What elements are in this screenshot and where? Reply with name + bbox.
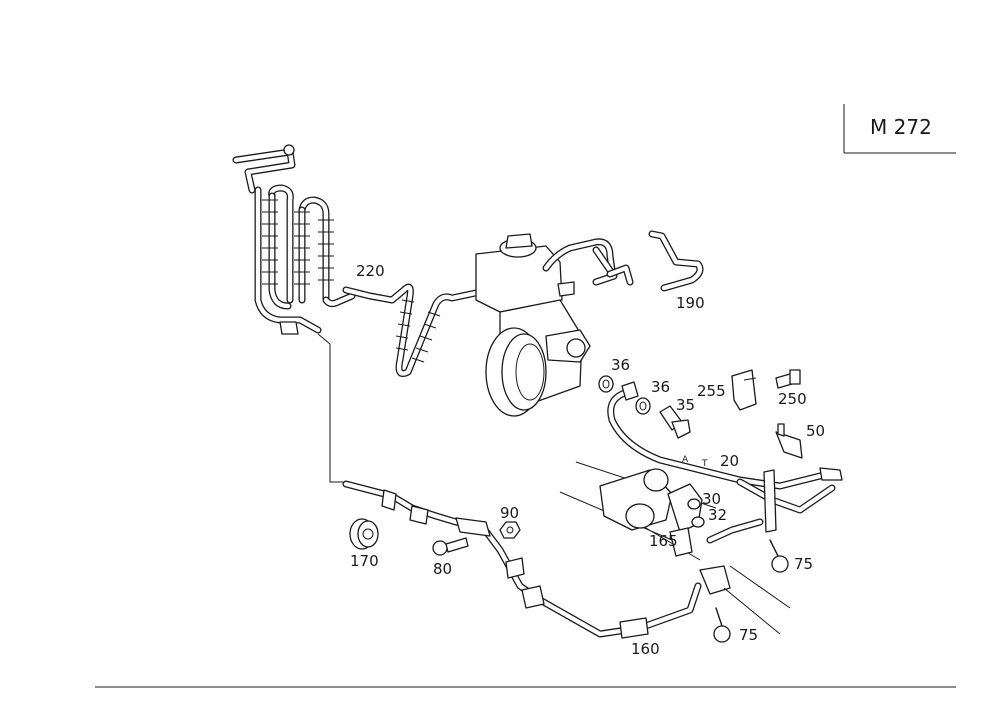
- bolt-80: [432, 537, 469, 556]
- pressure-hose-20: [607, 381, 843, 544]
- nut-90: [499, 521, 521, 539]
- decor-letter-t: T: [701, 459, 708, 469]
- label-170: 170: [350, 552, 379, 570]
- return-line-160: [342, 480, 702, 639]
- label-255: 255: [697, 382, 726, 400]
- decor-letter-a: A: [682, 455, 689, 465]
- label-90: 90: [500, 504, 519, 522]
- label-220: 220: [356, 262, 385, 280]
- label-30: 30: [702, 490, 721, 508]
- steering-pump: [475, 233, 591, 417]
- bolt-75-upper: [769, 539, 789, 573]
- label-75-a: 75: [794, 555, 813, 573]
- title-box: M 272: [843, 104, 956, 154]
- label-165: 165: [649, 532, 678, 550]
- label-32: 32: [708, 506, 727, 524]
- label-50: 50: [806, 422, 825, 440]
- part-labels: 220 190 36 36 35 255 250 50 20 30 32 165…: [350, 262, 825, 658]
- oil-cooler-coil: [232, 144, 356, 483]
- clamp-170: [349, 518, 379, 550]
- suction-hose-upper: [542, 238, 634, 286]
- bolt-75-lower: [713, 607, 731, 643]
- pressure-coil-hose: [342, 280, 540, 377]
- engine-code: M 272: [870, 115, 932, 139]
- steering-gear: [559, 461, 791, 635]
- screw-250: [775, 369, 801, 389]
- seal-washers: [598, 375, 651, 415]
- label-160: 160: [631, 640, 660, 658]
- bracket-50: [775, 423, 803, 459]
- hose-190: [648, 230, 704, 292]
- bracket-255: [731, 369, 757, 411]
- label-36-b: 36: [651, 378, 670, 396]
- banjo-bolt-35: [659, 405, 691, 439]
- label-36-a: 36: [611, 356, 630, 374]
- label-75-b: 75: [739, 626, 758, 644]
- label-250: 250: [778, 390, 807, 408]
- label-80: 80: [433, 560, 452, 578]
- label-20: 20: [720, 452, 739, 470]
- label-35: 35: [676, 396, 695, 414]
- label-190: 190: [676, 294, 705, 312]
